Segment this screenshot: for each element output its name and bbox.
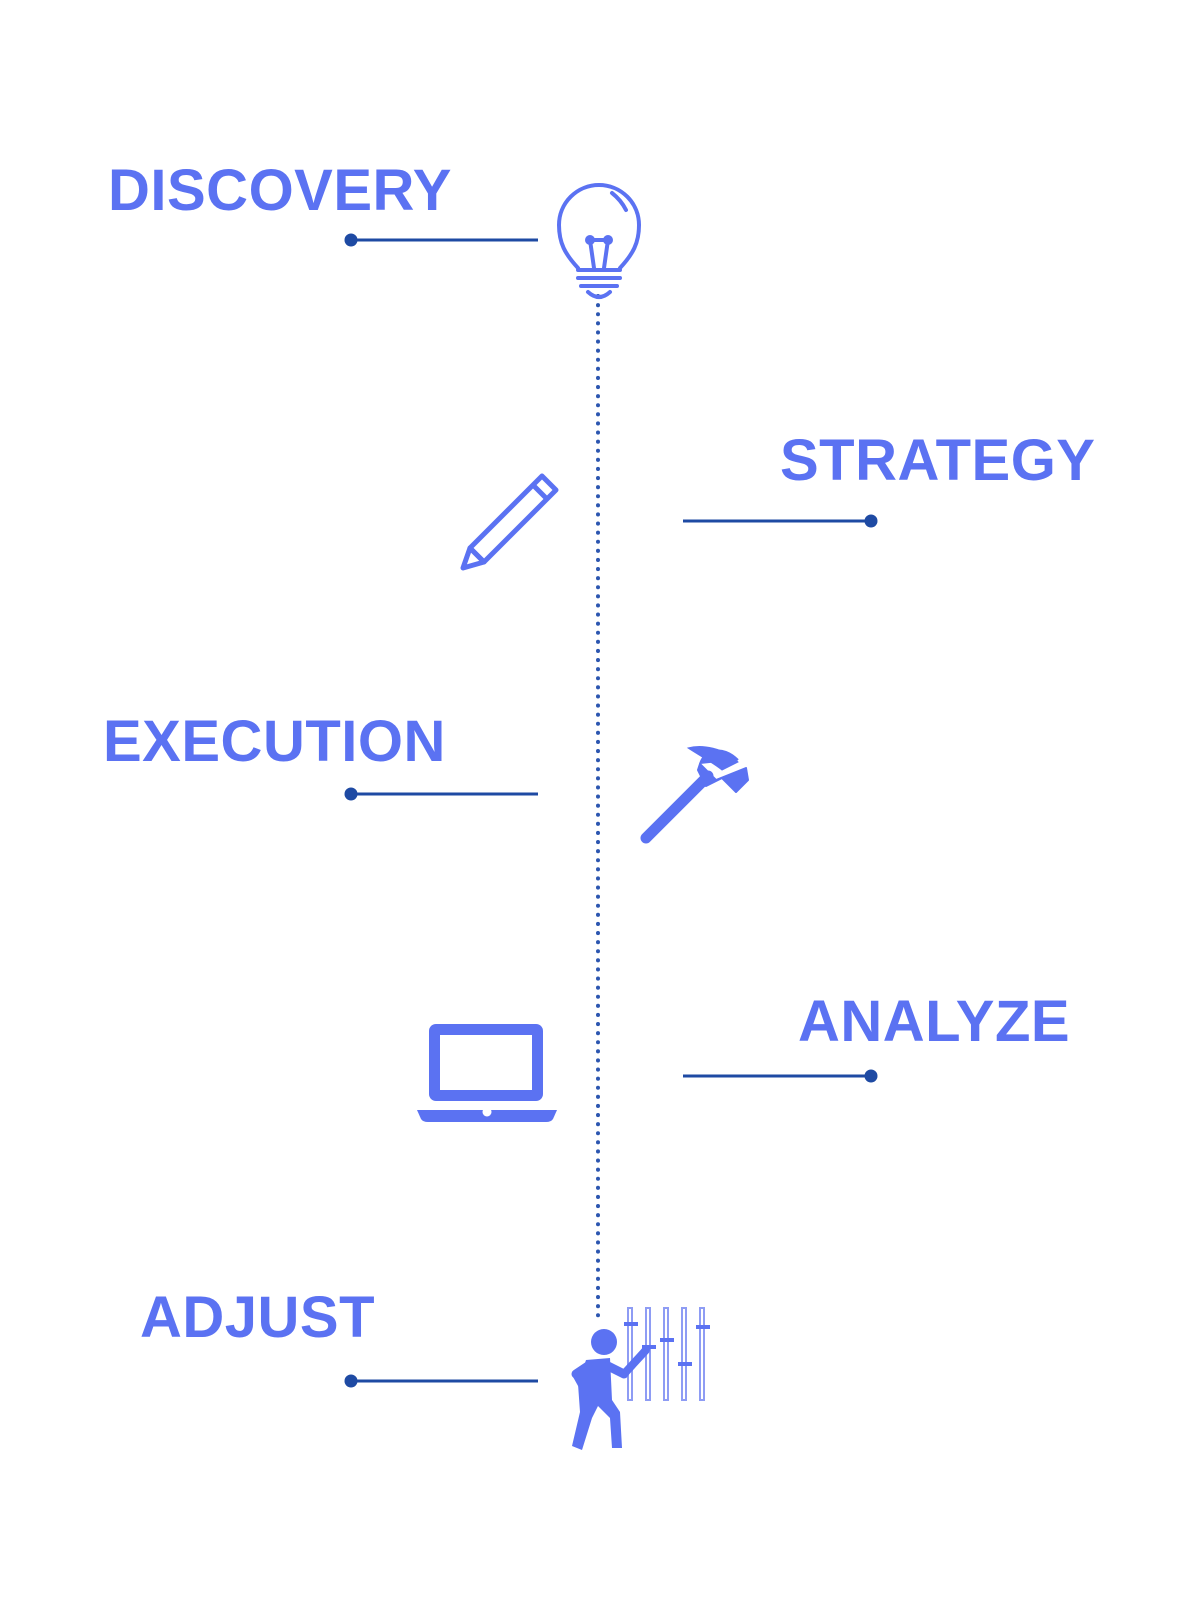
laptop-icon xyxy=(417,1024,557,1122)
step-label-adjust: ADJUST xyxy=(140,1285,376,1350)
step-label-analyze: ANALYZE xyxy=(798,989,1071,1054)
lightbulb-icon xyxy=(557,183,641,299)
slider-knobs xyxy=(624,1322,710,1366)
step-label-execution: EXECUTION xyxy=(103,709,446,774)
person-adjusting-sliders-icon xyxy=(571,1329,650,1450)
step-label-strategy: STRATEGY xyxy=(780,428,1096,493)
connector-analyze xyxy=(683,1069,878,1083)
connector-execution xyxy=(344,787,538,801)
connector-adjust xyxy=(344,1374,538,1388)
pencil-icon xyxy=(460,473,559,571)
connector-discovery xyxy=(344,233,538,247)
hammer-icon xyxy=(640,746,749,844)
connector-strategy xyxy=(683,514,878,528)
step-label-discovery: DISCOVERY xyxy=(108,158,452,223)
